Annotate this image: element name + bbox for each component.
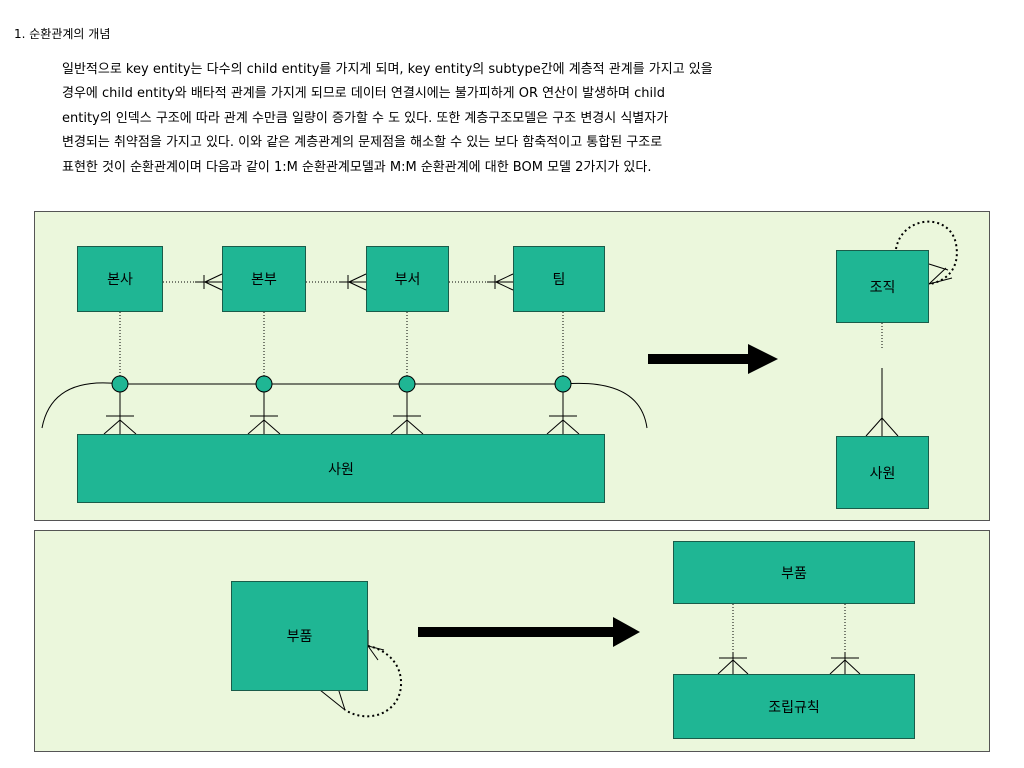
crowfoot-emp-2 xyxy=(247,392,281,435)
crowfoot-division xyxy=(195,273,223,291)
paragraph-line: 일반적으로 key entity는 다수의 child entity를 가지게 … xyxy=(62,62,713,77)
crowfoot-emp-1 xyxy=(103,392,137,435)
exclusive-arc-left xyxy=(41,382,121,429)
junction-circle xyxy=(554,375,572,393)
page-heading: 1. 순환관계의 개념 xyxy=(14,27,111,41)
paragraph-line: 변경되는 취약점을 가지고 있다. 이와 같은 계층관계의 문제점을 해소할 수… xyxy=(62,135,663,151)
self-loop-organization xyxy=(895,220,958,285)
junction-circle xyxy=(111,375,129,393)
entity-assembly-rule: 조립규칙 xyxy=(673,674,915,739)
paragraph-line: 표현한 것이 순환관계이며 다음과 같이 1:M 순환관계모델과 M:M 순환관… xyxy=(62,159,652,175)
crowfoot-emp-4 xyxy=(546,392,580,435)
entity-employee-right: 사원 xyxy=(836,436,929,509)
junction-circle xyxy=(255,375,273,393)
paragraph-line: 경우에 child entity와 배타적 관계를 가지게 되므로 데이터 연결… xyxy=(62,86,666,102)
entity-employee: 사원 xyxy=(77,434,605,503)
transform-arrow-1 xyxy=(648,344,778,374)
paragraph-line: entity의 인덱스 구조에 따라 관계 수만큼 일량이 증가할 수 도 있다… xyxy=(62,110,669,126)
crowfoot-department xyxy=(340,273,367,291)
junction-circle xyxy=(398,375,416,393)
entity-part-left: 부품 xyxy=(231,581,368,691)
entity-headquarters: 본사 xyxy=(77,246,163,312)
concept-paragraph: 일반적으로 key entity는 다수의 child entity를 가지게 … xyxy=(62,58,962,180)
crowfoot-team xyxy=(487,273,514,291)
entity-organization: 조직 xyxy=(836,250,929,323)
transform-arrow-2 xyxy=(418,617,640,647)
entity-division: 본부 xyxy=(222,246,306,312)
entity-part-right: 부품 xyxy=(673,541,915,604)
self-loop-part xyxy=(344,645,403,718)
exclusive-arc-right xyxy=(562,382,648,429)
crowfoot-emp-3 xyxy=(390,392,424,435)
entity-team: 팀 xyxy=(513,246,605,312)
entity-department: 부서 xyxy=(366,246,449,312)
